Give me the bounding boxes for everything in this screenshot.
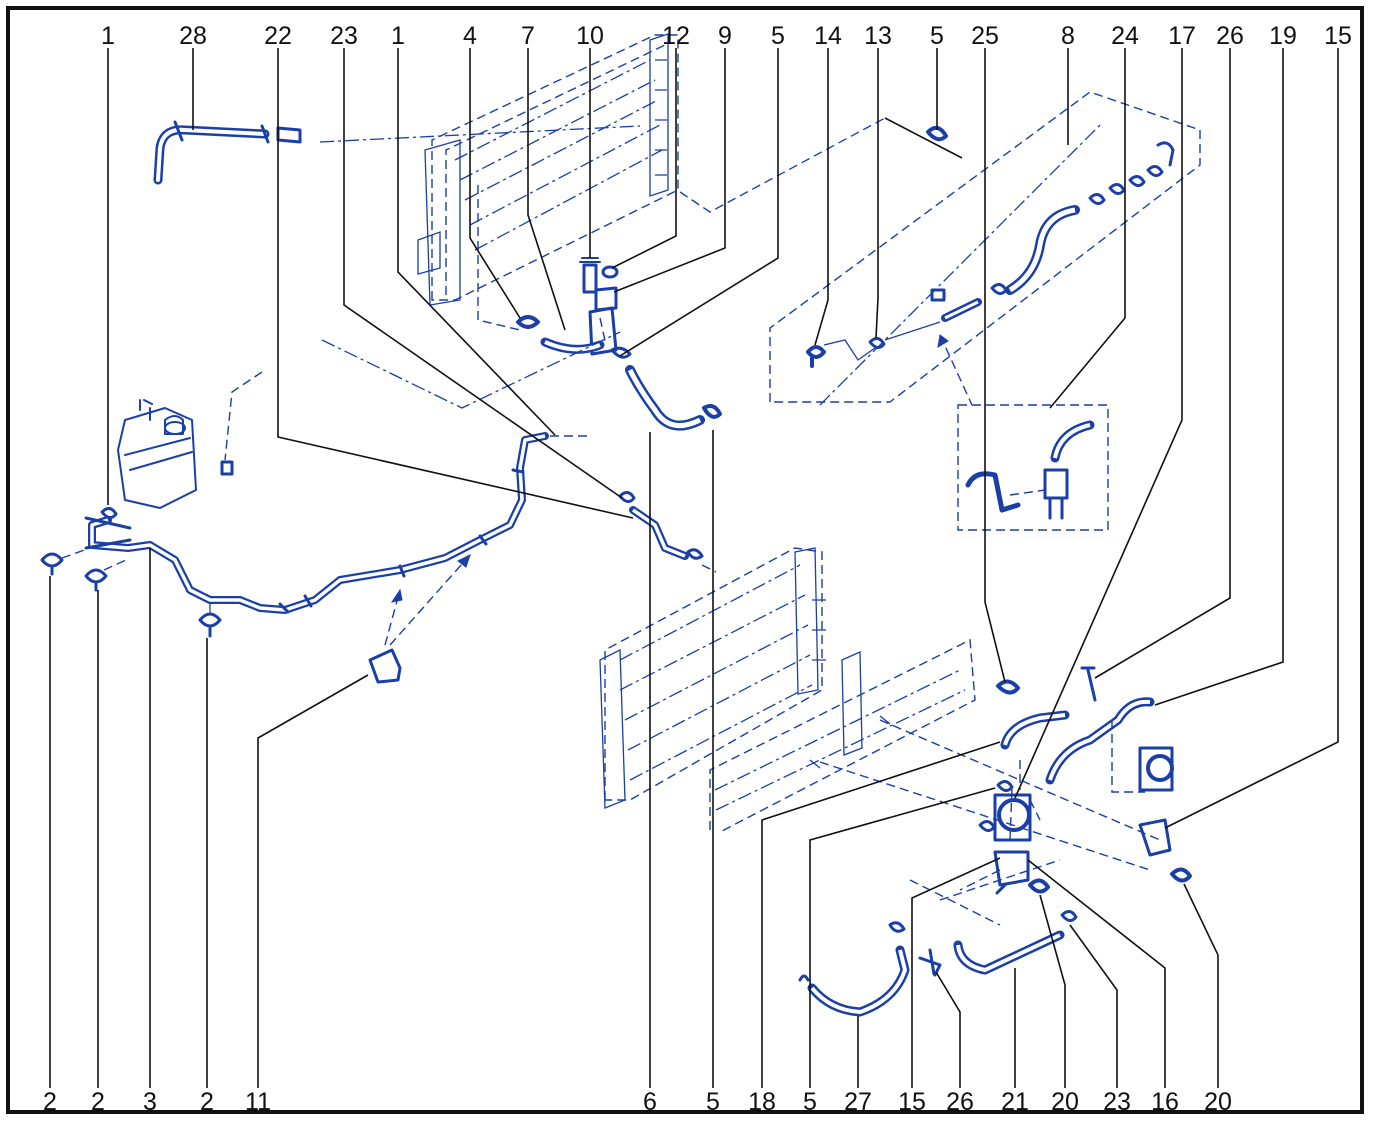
callout-bottom-3: 3 [143, 1088, 157, 1116]
callout-bottom-2: 2 [91, 1088, 105, 1116]
callout-bottom-10: 27 [844, 1088, 872, 1116]
callout-bottom-17: 20 [1204, 1088, 1232, 1116]
callout-bottom-15: 23 [1103, 1088, 1131, 1116]
callout-top-8: 10 [576, 22, 604, 50]
callout-top-20: 19 [1269, 22, 1297, 50]
callout-bottom-1: 2 [43, 1088, 57, 1116]
hose-part-6 [625, 365, 722, 431]
leader-lines [49, 48, 1339, 1088]
callout-top-4: 23 [330, 22, 358, 50]
callout-top-7: 7 [521, 22, 535, 50]
callout-bottom-5: 11 [245, 1088, 271, 1116]
bracket-part-11 [368, 554, 471, 684]
callout-labels-bottom: 2 2 3 2 11 6 5 18 5 27 15 26 21 20 23 16… [43, 1088, 1232, 1116]
clip-part-2-a [40, 547, 91, 576]
callout-bottom-16: 16 [1151, 1088, 1179, 1116]
upper-right-hose-group [769, 91, 1201, 531]
callout-labels-top: 1 28 22 23 1 4 7 10 12 9 5 14 13 5 25 8 … [101, 22, 1352, 50]
hose-part-22 [618, 491, 717, 573]
callout-top-1: 1 [101, 22, 115, 50]
pipe-part-3 [84, 432, 549, 614]
callout-top-12: 14 [814, 22, 842, 50]
upper-radiator-core [319, 33, 886, 331]
callout-top-6: 4 [463, 22, 477, 50]
clip-part-2-c [198, 602, 222, 638]
callout-top-9: 12 [662, 22, 690, 50]
lower-right-core [709, 638, 1161, 871]
callout-bottom-14: 20 [1051, 1088, 1079, 1116]
lower-right-pump-group [798, 666, 1192, 1017]
thermostat-housing-group [516, 257, 632, 359]
callout-bottom-7: 5 [706, 1088, 720, 1116]
callout-bottom-13: 21 [1001, 1088, 1029, 1116]
callout-top-17: 24 [1111, 22, 1139, 50]
callout-bottom-11: 15 [898, 1088, 926, 1116]
clip-part-2-b [84, 559, 127, 592]
coolant-reservoir [117, 399, 234, 509]
callout-bottom-4: 2 [200, 1088, 214, 1116]
callout-top-14: 5 [930, 22, 944, 50]
connector-lines-upper-left [224, 331, 621, 461]
callout-bottom-8: 18 [748, 1088, 776, 1116]
hose-part-28 [153, 120, 302, 185]
callout-top-16: 8 [1061, 22, 1075, 50]
callout-top-13: 13 [864, 22, 892, 50]
callout-top-19: 26 [1216, 22, 1244, 50]
callout-bottom-6: 6 [643, 1088, 657, 1116]
callout-top-11: 5 [771, 22, 785, 50]
callout-top-15: 25 [971, 22, 999, 50]
callout-top-18: 17 [1168, 22, 1196, 50]
callout-bottom-12: 26 [946, 1088, 974, 1116]
callout-bottom-9: 5 [803, 1088, 817, 1116]
callout-top-10: 9 [718, 22, 732, 50]
callout-top-2: 28 [179, 22, 207, 50]
callout-top-21: 15 [1324, 22, 1352, 50]
callout-top-5: 1 [391, 22, 405, 50]
callout-top-3: 22 [264, 22, 292, 50]
